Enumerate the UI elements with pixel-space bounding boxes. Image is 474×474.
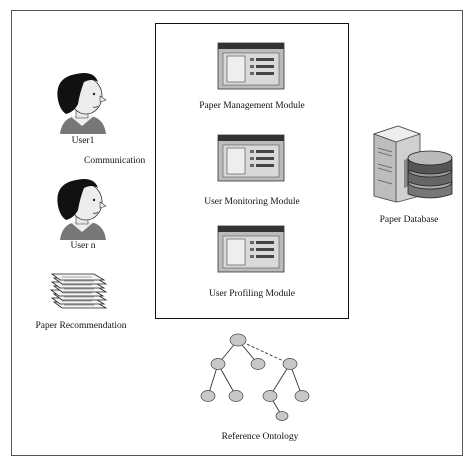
paper-stack-icon	[49, 273, 108, 309]
diagram-frame	[11, 10, 463, 456]
reference-ontology-label: Reference Ontology	[221, 432, 299, 442]
ontology-tree-icon	[200, 333, 310, 421]
paper-recommendation-label: Paper Recommendation	[35, 321, 127, 331]
communication-label: Communication	[84, 156, 146, 166]
paper-management-module-label: Paper Management Module	[199, 101, 305, 111]
user-monitoring-module-icon	[217, 134, 285, 182]
modules-container	[155, 23, 349, 319]
user1-person-icon	[57, 73, 107, 134]
user-n-person-icon	[57, 179, 107, 240]
user-monitoring-module-label: User Monitoring Module	[204, 197, 300, 207]
user1-label: User1	[71, 136, 95, 146]
user-profiling-module-icon	[217, 225, 285, 273]
database-server-icon	[372, 125, 453, 203]
user-profiling-module-label: User Profiling Module	[208, 289, 296, 299]
user-n-label: User n	[70, 241, 96, 251]
paper-management-module-icon	[217, 42, 285, 90]
paper-database-label: Paper Database	[379, 215, 439, 225]
